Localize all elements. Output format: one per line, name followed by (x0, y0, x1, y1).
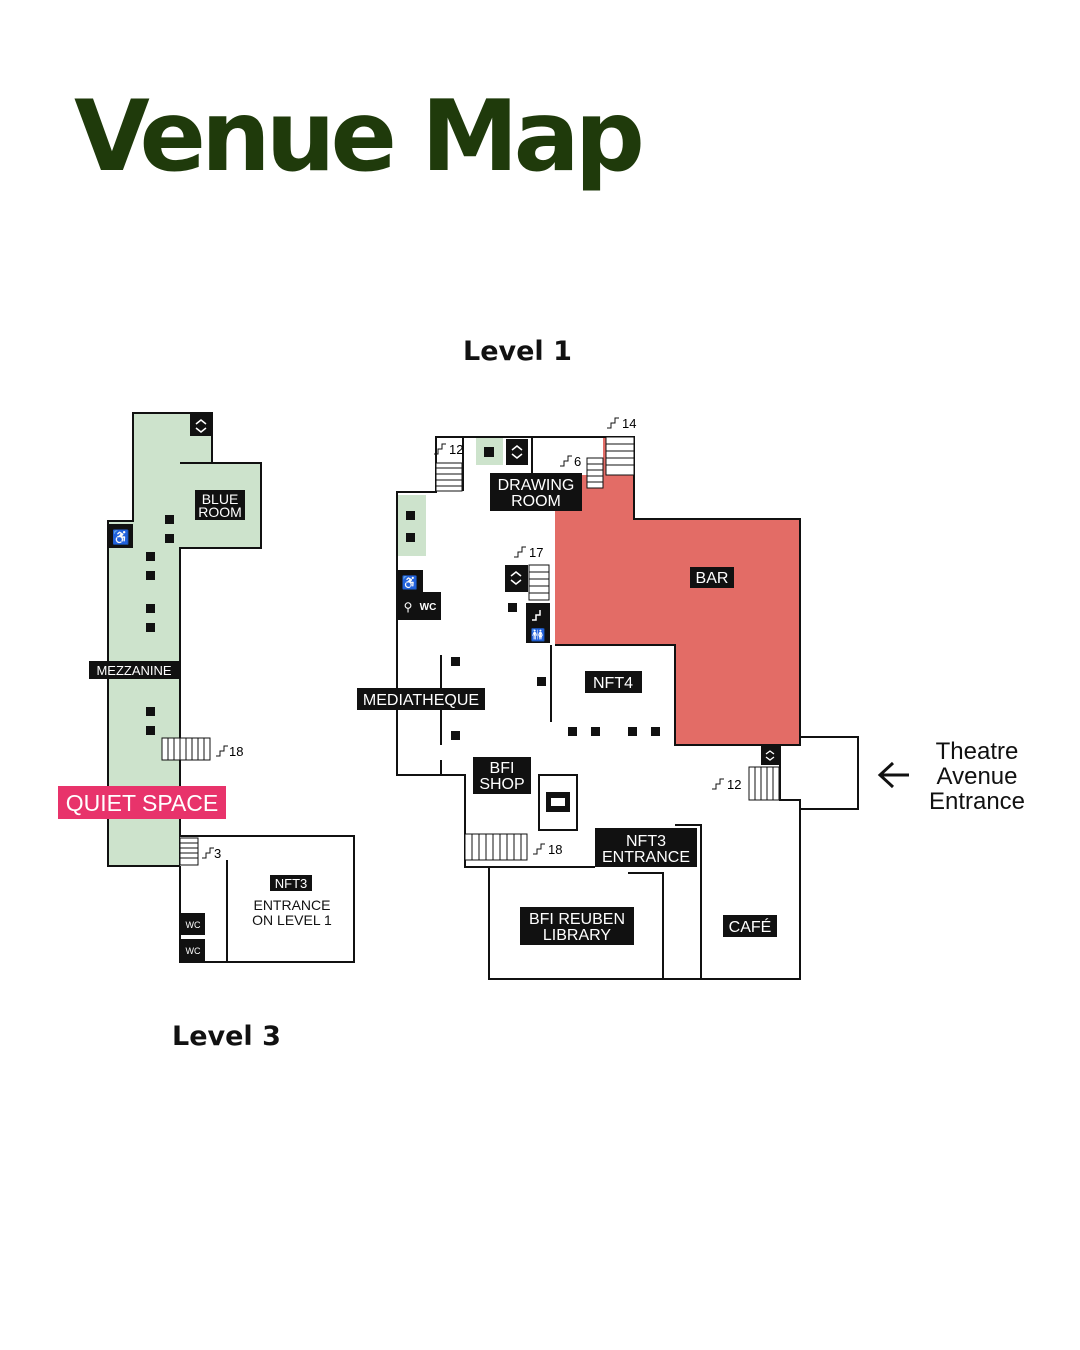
stairs-12: 12 (434, 442, 463, 492)
accessible-icon (398, 570, 423, 592)
stairs-18-level1: 18 (464, 833, 562, 861)
library-label-line1: BFI REUBEN (529, 911, 625, 928)
level-3-label: Level 3 (172, 1021, 281, 1052)
svg-text:12: 12 (449, 442, 463, 457)
bar-label: BAR (696, 570, 729, 587)
svg-text:6: 6 (574, 454, 581, 469)
lift-icon (190, 414, 211, 436)
level-3-plan: ♿ BLUE ROOM MEZZANINE 18 QUIET SPACE (58, 412, 355, 963)
theatre-entrance-vestibule (800, 736, 859, 810)
green-zone (398, 495, 426, 556)
theatre-entrance-line3: Entrance (929, 788, 1025, 815)
nft3-area (179, 835, 355, 963)
lift-icon (761, 745, 780, 765)
svg-text:♿: ♿ (112, 529, 129, 546)
level-1-plan: ♿ ⚲ WC 🚻 12 6 14 (357, 416, 1025, 980)
svg-text:♿: ♿ (402, 575, 418, 590)
seating-markers (146, 515, 174, 735)
svg-text:⚲: ⚲ (404, 600, 413, 614)
stairs-3-level3: 3 (179, 837, 221, 866)
nft3-label: NFT3 (275, 876, 308, 891)
wc-icon (181, 939, 205, 961)
drawing-room-label-line2: ROOM (511, 493, 561, 510)
lift-icon (505, 565, 528, 592)
stairs-12-right: 12 (712, 766, 780, 801)
svg-text:3: 3 (214, 846, 221, 861)
svg-text:18: 18 (229, 744, 243, 759)
blue-room-label-line2: ROOM (198, 504, 242, 520)
svg-text:12: 12 (727, 777, 741, 792)
nft3-entrance-label-line1: NFT3 (626, 833, 666, 850)
stairs-18-level3: 18 (161, 737, 243, 761)
bar-area (555, 437, 800, 745)
nft3-entrance-label-line2: ENTRANCE (602, 849, 690, 866)
page-title: Venue Map (74, 80, 645, 194)
svg-text:18: 18 (548, 842, 562, 857)
arrow-left-icon (877, 761, 909, 789)
bfi-shop-label-line2: SHOP (479, 776, 524, 793)
accessible-icon (109, 524, 133, 548)
stairs-17: 17 (514, 545, 550, 601)
accessible-wc-icon (398, 592, 441, 620)
theatre-entrance-line2: Avenue (937, 763, 1018, 790)
quiet-space-label: QUIET SPACE (66, 790, 219, 816)
svg-text:WC: WC (420, 602, 437, 613)
theatre-entrance-line1: Theatre (936, 738, 1019, 765)
svg-text:14: 14 (622, 416, 636, 431)
svg-text:WC: WC (186, 946, 201, 956)
svg-text:WC: WC (186, 920, 201, 930)
level-1-label: Level 1 (463, 336, 572, 367)
library-label-line2: LIBRARY (543, 927, 612, 944)
quiet-space-highlight (58, 786, 226, 819)
cafe-label: CAFÉ (729, 917, 772, 936)
mezzanine-area (107, 412, 262, 867)
stairs-14: 14 (605, 416, 636, 476)
bfi-shop-label-line1: BFI (490, 760, 515, 777)
drawing-room-label-line1: DRAWING (498, 477, 575, 494)
seating-markers (406, 447, 660, 740)
svg-text:🚻: 🚻 (531, 628, 546, 642)
svg-text:17: 17 (529, 545, 543, 560)
nft4-label: NFT4 (593, 675, 633, 692)
entrance-note-line2: ON LEVEL 1 (252, 912, 332, 928)
toilets-icon (526, 603, 550, 643)
lift-icon (506, 439, 528, 465)
blue-room-label-line1: BLUE (202, 491, 239, 507)
mezzanine-label: MEZZANINE (96, 663, 171, 678)
stairs-6: 6 (560, 454, 604, 489)
wc-icon (181, 913, 205, 935)
entrance-note-line1: ENTRANCE (253, 897, 330, 913)
mediatheque-label: MEDIATHEQUE (363, 692, 479, 709)
